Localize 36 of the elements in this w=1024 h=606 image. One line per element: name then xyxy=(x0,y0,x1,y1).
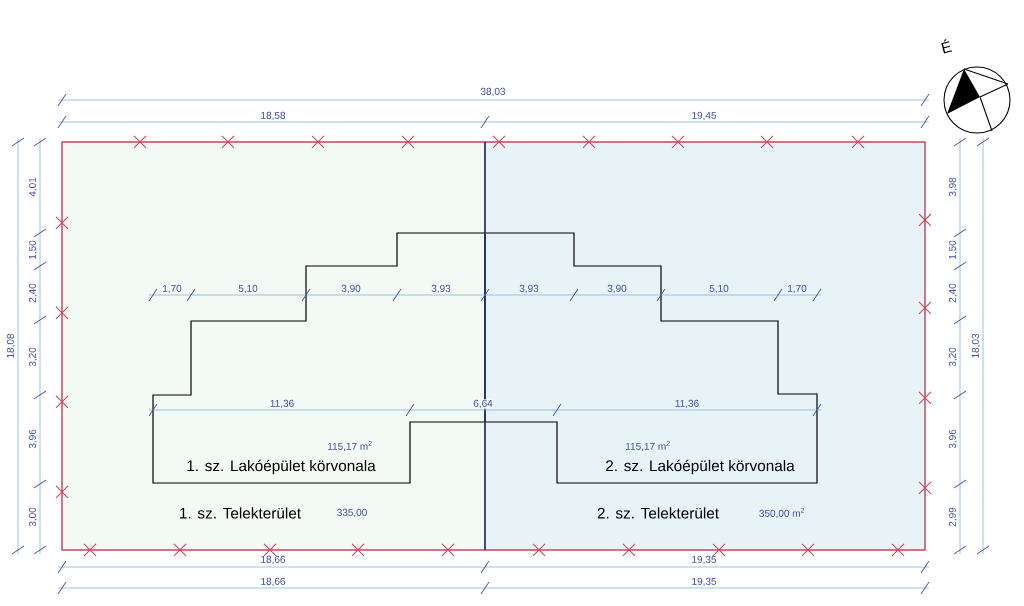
dimension-label: 1,70 xyxy=(161,284,183,294)
dimension-label: 3,96 xyxy=(28,429,38,449)
dimension-label: 3,20 xyxy=(948,347,958,367)
dimension-label: 2,40 xyxy=(948,283,958,303)
dimension-label: 11,36 xyxy=(674,399,700,409)
dimension-label: 3,90 xyxy=(340,284,362,294)
outline-label: 2. sz. Lakóépület körvonala xyxy=(603,458,797,476)
dimension-label: 5,10 xyxy=(237,284,259,294)
dimension-label: 18,08 xyxy=(6,333,16,358)
dimension-label: 3,98 xyxy=(948,177,958,197)
area-label: 335,00 xyxy=(335,507,369,519)
dimension-label: 3,00 xyxy=(28,507,38,527)
dimension-label: 19,45 xyxy=(692,111,717,121)
dimension-label: 3,93 xyxy=(518,284,540,294)
dimension-label: 18,66 xyxy=(261,577,286,587)
dimension-label: 19,35 xyxy=(692,577,717,587)
dimension-label: 3,90 xyxy=(606,284,628,294)
dimension-label: 3,96 xyxy=(948,429,958,449)
dimension-label: 2,40 xyxy=(28,283,38,303)
dimension-label: 18,66 xyxy=(261,555,286,565)
dimension-label: 19,35 xyxy=(692,555,717,565)
dimension-label: 3,93 xyxy=(430,284,452,294)
dimension-label: 1,50 xyxy=(948,240,958,259)
dimension-label: 1,70 xyxy=(786,284,808,294)
dimension-label: 2,99 xyxy=(948,507,958,527)
dimension-label: 18,58 xyxy=(261,111,286,121)
direction-label: É xyxy=(941,39,952,54)
dimension-label: 18,03 xyxy=(971,333,981,358)
dimension-label: 5,10 xyxy=(708,284,730,294)
dimension-label: 1,50 xyxy=(28,240,38,259)
dimension-label: 38,03 xyxy=(480,87,506,97)
dimension-label: 11,36 xyxy=(269,399,295,409)
outline-label: 1. sz. Lakóépület körvonala xyxy=(184,458,378,476)
dimension-label: 6,64 xyxy=(472,399,494,409)
dimension-label: 4,01 xyxy=(28,177,38,197)
dimension-label: 3,20 xyxy=(28,347,38,367)
